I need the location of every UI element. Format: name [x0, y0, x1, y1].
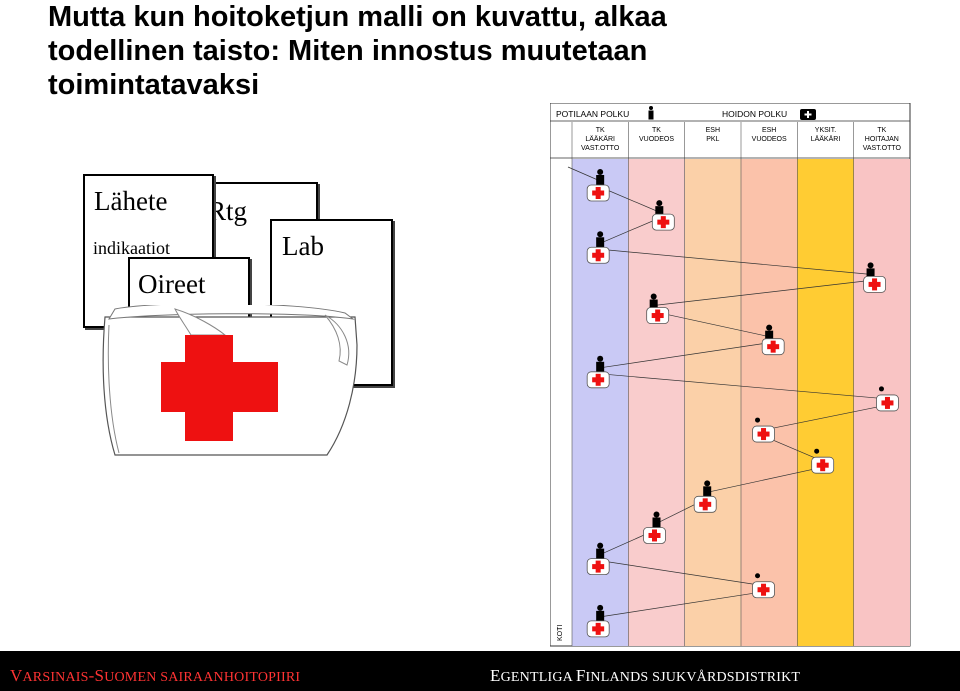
column-header-text: LÄÄKÄRI: [811, 135, 841, 143]
slide-title-line-3: toimintatavaksi: [48, 69, 260, 101]
column-header-text: ESH: [762, 127, 776, 134]
footer-org-finnish: VARSINAIS-SUOMEN SAIRAANHOITOPIIRI: [10, 666, 300, 686]
column-band-2: [684, 159, 741, 646]
footer-right-part2: INLANDS SJUKVÅRDSDISTRIKT: [585, 670, 801, 685]
indikaatiot-label: indikaatiot: [93, 238, 170, 258]
pathway-arrow: [600, 186, 660, 213]
pathway-arrow: [567, 166, 601, 182]
pathway-node-patient: [586, 604, 610, 638]
header-patient-path: POTILAAN POLKU: [556, 109, 629, 119]
column-band-1: [628, 159, 685, 646]
red-cross-icon: [161, 335, 278, 441]
column-header-text: LÄÄKÄRI: [585, 135, 615, 143]
column-header-text: VUODEOS: [639, 136, 674, 143]
column-header-text: TK: [596, 127, 605, 134]
footer-bar: VARSINAIS-SUOMEN SAIRAANHOITOPIIRI EGENT…: [0, 651, 960, 691]
footer-left-dash: -S: [88, 666, 105, 685]
column-header-text: VUODEOS: [752, 136, 787, 143]
header-care-path: HOIDON POLKU: [722, 109, 787, 119]
column-header-text: YKSIT.: [815, 127, 836, 134]
pathway-arrow: [763, 404, 888, 431]
column-header-text: PKL: [706, 136, 719, 143]
doctor-bag-illustration: [102, 305, 358, 456]
pathway-column-bands: [571, 122, 910, 646]
pathway-node-patient: [586, 169, 610, 202]
column-header-text: ESH: [706, 127, 720, 134]
oireet-label: Oireet: [138, 269, 206, 299]
pathway-arrow: [600, 217, 660, 244]
slide-title-line-2: todellinen taisto: Miten innostus muutet…: [48, 35, 648, 67]
column-band-3: [741, 159, 798, 646]
slide-title: Mutta kun hoitoketjun malli on kuvattu, …: [48, 0, 948, 102]
column-header-text: VAST.OTTO: [581, 145, 620, 152]
pathway-arrow: [600, 560, 764, 587]
pathway-node-bag: [752, 417, 775, 443]
pathway-node-pair: [761, 324, 785, 356]
footer-right-part1: GENTLIGA: [500, 670, 576, 685]
pathway-node-pair: [646, 293, 670, 324]
pathway-node-bag: [811, 448, 835, 474]
pathway-node-patient: [693, 480, 717, 513]
footer-left-part1: ARSINAIS: [22, 670, 89, 685]
pathway-nodes: [586, 169, 899, 638]
pathway-node-bag: [752, 573, 775, 599]
pathway-arrow: [707, 466, 823, 493]
footer-right-cap2: F: [575, 666, 586, 685]
column-header-text: TK: [877, 127, 886, 134]
lahete-label: Lähete: [94, 186, 168, 216]
footer-left-part2: UOMEN SAIRAANHOITOPIIRI: [104, 670, 301, 685]
pathway-arrow: [600, 342, 770, 369]
pathway-arrow: [653, 311, 770, 338]
footer-left-cap: V: [10, 666, 23, 685]
pathway-node-patient: [643, 511, 666, 544]
rtg-label: Rtg: [208, 196, 248, 226]
pathway-arrow: [600, 373, 888, 400]
side-label-home: KOTI: [557, 625, 564, 641]
column-band-4: [797, 159, 854, 646]
column-header-text: VAST.OTTO: [863, 145, 902, 152]
pathway-node-patient: [586, 355, 610, 389]
person-icon: [648, 106, 654, 120]
column-header-text: TK: [652, 127, 661, 134]
pathway-arrow: [600, 248, 871, 275]
pathway-node-pair: [651, 200, 675, 231]
pathway-arrow: [653, 280, 871, 306]
footer-right-cap1: E: [490, 666, 501, 685]
medical-bag-icon: [800, 109, 816, 120]
care-pathway-diagram: TKLÄÄKÄRIVAST.OTTOTKVUODEOSESHPKLESHVUOD…: [550, 103, 911, 647]
lab-label: Lab: [282, 231, 324, 261]
pathway-node-patient: [586, 542, 610, 576]
pathway-arrow: [600, 591, 764, 618]
pathway-column-headers: TKLÄÄKÄRIVAST.OTTOTKVUODEOSESHPKLESHVUOD…: [581, 127, 901, 152]
pathway-node-pair: [863, 262, 886, 293]
pathway-node-bag: [876, 386, 899, 412]
column-header-text: HOITAJAN: [865, 136, 899, 143]
slide-title-line-1: Mutta kun hoitoketjun malli on kuvattu, …: [48, 1, 667, 33]
pathway-node-patient: [586, 231, 610, 264]
footer-org-swedish: EGENTLIGA FINLANDS SJUKVÅRDSDISTRIKT: [490, 666, 800, 686]
